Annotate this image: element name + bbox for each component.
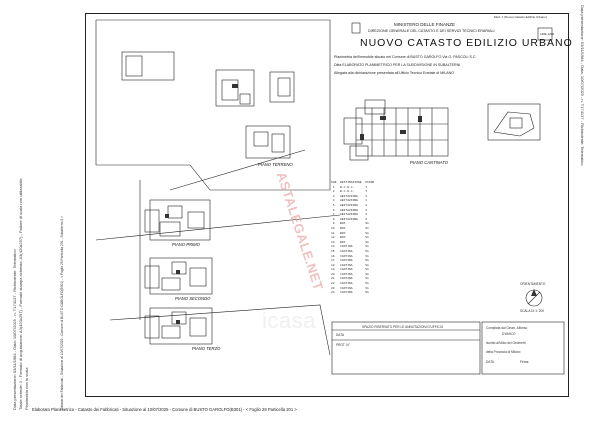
iscritto-label: Iscritto all'Albo dei Geometri — [486, 341, 526, 345]
table-row: 2 B.C.N.C. T — [331, 190, 368, 194]
table-row: 3 ABITAZIONE 1 — [331, 194, 368, 198]
owner-line: Planimetria dell'immobile situato nel Co… — [334, 55, 477, 59]
ditta-line: Ditta ELABORATO PLANIMETRICO PER LA SUDD… — [334, 63, 461, 67]
prot-label: PROT. N° — [336, 343, 350, 347]
table-row: 11 BOX S1 — [331, 231, 369, 235]
table-row: 4 ABITAZIONE 1 — [331, 199, 368, 203]
table-row: 15 CANTINA S1 — [331, 249, 369, 253]
table-row: 9 BOX S1 — [331, 222, 369, 226]
ministry-label: MINISTERO DELLE FINANZE — [394, 22, 456, 27]
orientamento-label: ORIENTAMENTO — [520, 282, 546, 286]
table-row: 13 BOX S1 — [331, 240, 369, 244]
piano-primo-label: PIANO PRIMO — [172, 242, 200, 247]
compilata-name: D'AMICO — [502, 332, 516, 336]
table-row: 1 B.C.N.C. T — [331, 185, 368, 189]
watermark-icasa: icasa — [262, 308, 316, 333]
table-row: 12 BOX S1 — [331, 236, 369, 240]
provincia-label: della Provincia di Milano — [486, 350, 521, 354]
allegata-line: Allegata alla dichiarazione presentata a… — [334, 71, 455, 75]
table-row: 24 CANTINA S1 — [331, 291, 369, 295]
table-row: 16 CANTINA S1 — [331, 254, 369, 258]
piano-terreno-label: PIANO TERRENO — [258, 162, 293, 167]
data-label: DATA — [336, 333, 345, 337]
data-firma-label: DATA — [486, 360, 495, 364]
table-row: SUB DESTINAZIONE PIANO — [331, 181, 375, 184]
lire-label: LIRE 1200 — [540, 32, 555, 36]
table-row: 18 CANTINA S1 — [331, 263, 369, 267]
table-row: 5 ABITAZIONE 2 — [331, 203, 368, 207]
page-footer: Elaborato Planimetrico - Catasto dei Fab… — [32, 407, 297, 412]
riservato-label: SPAZIO RISERVATO PER LE ANNOTAZIONI D'UF… — [362, 325, 444, 329]
piano-cantinato-label: PIANO CANTINATO — [410, 160, 449, 165]
table-row: 19 CANTINA S1 — [331, 268, 369, 272]
firma-label: Firma: — [520, 360, 530, 364]
modello-label: Mod. 1 (Nuovo Catasto Edilizio Urbano) — [494, 15, 547, 19]
subalterni-table: SUB DESTINAZIONE PIANO 1 B.C.N.C. T 2 B.… — [331, 181, 431, 296]
table-row: 21 CANTINA S1 — [331, 277, 369, 281]
piano-terzo-label: PIANO TERZO — [192, 346, 221, 351]
table-row: 14 CANTINA S1 — [331, 245, 369, 249]
table-row: 22 CANTINA S1 — [331, 282, 369, 286]
piano-secondo-label: PIANO SECONDO — [175, 296, 211, 301]
scala-label: SCALA DI 1: 200 — [520, 309, 545, 313]
table-row: 20 CANTINA S1 — [331, 272, 369, 276]
catasto-title: NUOVO CATASTO EDILIZIO URBANO — [360, 37, 573, 49]
table-row: 17 CANTINA S1 — [331, 259, 369, 263]
drawing-sheet — [85, 13, 569, 397]
table-row: 7 ABITAZIONE 3 — [331, 213, 368, 217]
table-row: 23 CANTINA S1 — [331, 286, 369, 290]
direction-label: DIREZIONE GENERALE DEL CATASTO E DEI SER… — [368, 29, 495, 33]
table-row: 8 ABITAZIONE 3 — [331, 217, 368, 221]
table-row: 10 BOX S1 — [331, 226, 369, 230]
table-row: 6 ABITAZIONE 2 — [331, 208, 368, 212]
compilata-label: Compilata dal Geom. Alfonso — [486, 326, 528, 330]
